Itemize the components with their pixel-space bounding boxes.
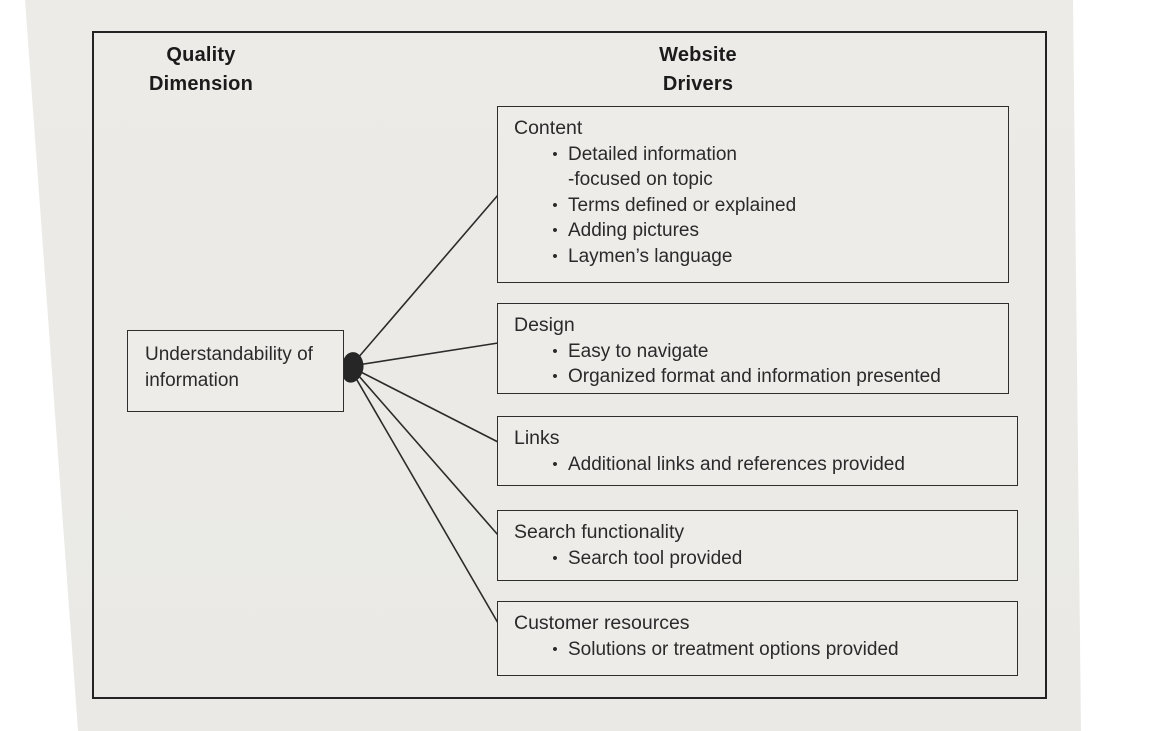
bullet-dot-icon: • — [552, 145, 558, 163]
bullet-dot-icon: • — [552, 222, 558, 239]
bullet-item: • Search tool provided — [542, 546, 1005, 572]
bullet-dot-icon: • — [552, 455, 558, 473]
bullet-text: Laymen’s language — [568, 245, 733, 267]
bullet-item: • Adding pictures — [542, 218, 996, 244]
bullet-dot-icon: • — [552, 368, 558, 385]
bullet-item: • Organized format and information presen… — [542, 364, 996, 390]
quality-node-label: Understandability of information — [145, 344, 313, 391]
bullet-text: Search tool provided — [568, 547, 743, 569]
bullet-dot-icon: • — [552, 640, 558, 658]
bullet-text: Easy to navigate — [568, 340, 709, 362]
driver-box-customer-resources: Customer resources • Solutions or treatme… — [497, 601, 1018, 676]
header-line: Drivers — [662, 73, 734, 95]
column-header-website-drivers: Website Drivers — [613, 41, 783, 99]
bullet-text: Adding pictures — [568, 220, 699, 241]
bullet-list: • Search tool provided — [542, 546, 1005, 572]
driver-box-title: Search functionality — [514, 521, 685, 543]
bullet-item: • Additional links and references provide… — [542, 452, 1005, 478]
bullet-text: Detailed information-focused on topic — [568, 143, 737, 191]
driver-box-content: Content • Detailed information-focused on… — [497, 106, 1009, 283]
header-line: Quality — [166, 44, 236, 66]
bullet-list: • Solutions or treatment options provided — [542, 637, 1005, 663]
bullet-item: • Detailed information-focused on topic — [542, 142, 996, 193]
bullet-item: • Terms defined or explained — [542, 193, 996, 219]
quality-node-understandability: Understandability of information — [127, 330, 344, 412]
bullet-dot-icon: • — [552, 342, 558, 360]
driver-box-search-functionality: Search functionality • Search tool provid… — [497, 510, 1018, 581]
bullet-text: Organized format and information present… — [568, 366, 941, 387]
diagram-outer-frame — [92, 31, 1047, 699]
bullet-list: • Easy to navigate • Organized format and i… — [542, 339, 996, 390]
driver-box-links: Links • Additional links and references p… — [497, 416, 1018, 486]
bullet-text: Solutions or treatment options provided — [568, 638, 899, 660]
bullet-text: Terms defined or explained — [568, 194, 797, 216]
driver-box-title: Content — [514, 117, 583, 139]
bullet-item: • Easy to navigate — [542, 339, 996, 365]
driver-box-title: Links — [514, 427, 560, 449]
bullet-list: • Detailed information-focused on topic • T… — [542, 142, 996, 270]
column-header-quality-dimension: Quality Dimension — [116, 41, 286, 99]
bullet-text: Additional links and references provided — [568, 453, 905, 475]
driver-box-title: Design — [514, 314, 575, 336]
header-line: Dimension — [148, 73, 254, 95]
driver-box-title: Customer resources — [514, 612, 690, 634]
bullet-dot-icon: • — [552, 196, 558, 214]
bullet-item: • Solutions or treatment options provided — [542, 637, 1005, 663]
bullet-list: • Additional links and references provide… — [542, 452, 1005, 478]
header-line: Website — [659, 44, 737, 66]
driver-box-design: Design • Easy to navigate • Organized forma… — [497, 303, 1009, 394]
bullet-dot-icon: • — [552, 549, 558, 567]
bullet-item: • Laymen’s language — [542, 244, 996, 270]
bullet-dot-icon: • — [552, 247, 558, 265]
